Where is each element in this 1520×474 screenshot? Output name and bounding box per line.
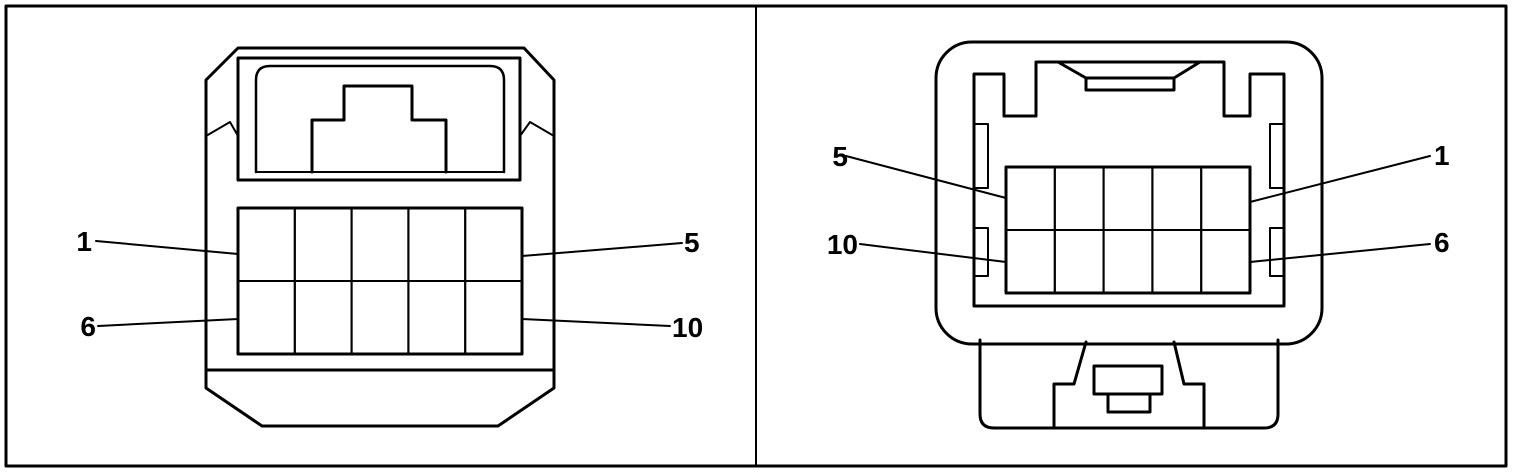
right-pin-cavity xyxy=(1102,229,1154,294)
left-latch-inner xyxy=(254,64,506,174)
left-connector-bottom-shell xyxy=(204,368,556,428)
left-pin-grid xyxy=(236,206,524,356)
right-slot-upper-right xyxy=(1269,123,1285,189)
right-slot-upper-left xyxy=(973,123,989,189)
left-pin-cavity xyxy=(464,207,524,282)
right-pin-cavity xyxy=(1053,166,1105,231)
right-leader-1 xyxy=(1249,155,1431,203)
left-pin-cavity xyxy=(350,280,410,355)
left-leader-1 xyxy=(95,240,239,255)
right-top-latch xyxy=(1056,60,1202,80)
right-pin-cavity xyxy=(1200,229,1251,294)
right-slot-lower-right xyxy=(1269,227,1285,277)
left-connector-body xyxy=(204,46,556,372)
left-leader-10 xyxy=(521,318,671,327)
right-pin-cavity xyxy=(1151,229,1203,294)
left-leader-6 xyxy=(97,318,239,327)
left-latch-frame xyxy=(236,56,522,182)
right-pin-grid xyxy=(1004,165,1252,295)
left-pin-label-1: 1 xyxy=(76,226,92,257)
left-pin-cavity xyxy=(293,207,353,282)
right-pin-label-5: 5 xyxy=(832,141,848,172)
right-leader-10 xyxy=(859,243,1007,263)
left-pin-cavity xyxy=(407,207,467,282)
left-connector: 1 6 5 10 xyxy=(76,46,703,428)
left-latch-tab xyxy=(310,84,448,174)
right-lower-latch-tab xyxy=(1092,364,1164,396)
right-pin-cavity xyxy=(1151,166,1203,231)
right-pin-cavity xyxy=(1005,166,1056,231)
left-leader-5 xyxy=(521,242,683,257)
right-leader-6 xyxy=(1249,243,1431,263)
right-pin-label-1: 1 xyxy=(1434,140,1450,171)
right-inner-housing xyxy=(972,60,1286,308)
left-pin-cavity xyxy=(350,207,410,282)
right-pin-cavity xyxy=(1200,166,1251,231)
left-pin-label-10: 10 xyxy=(672,312,703,343)
left-pin-cavity xyxy=(237,280,296,355)
right-lower-housing xyxy=(978,338,1280,430)
left-pin-label-5: 5 xyxy=(684,227,700,258)
right-pin-cavity xyxy=(1005,229,1056,294)
right-connector: 5 10 1 6 xyxy=(827,40,1450,430)
right-pin-cavity xyxy=(1053,229,1105,294)
left-side-notch-right xyxy=(519,121,555,181)
right-lower-latch xyxy=(1052,340,1206,430)
right-slot-lower-left xyxy=(973,227,989,277)
right-pin-label-6: 6 xyxy=(1434,227,1450,258)
right-top-latch-tab xyxy=(1084,76,1176,92)
left-pin-cavity xyxy=(293,280,353,355)
right-leader-5 xyxy=(845,155,1007,199)
right-pin-cavity xyxy=(1102,166,1154,231)
right-lower-latch-button xyxy=(1106,392,1152,414)
right-connector-body xyxy=(934,40,1324,346)
left-pin-cavity xyxy=(464,280,524,355)
left-pin-label-6: 6 xyxy=(80,311,96,342)
left-pin-cavity xyxy=(407,280,467,355)
left-side-notch-left xyxy=(205,121,239,181)
left-pin-cavity xyxy=(237,207,296,282)
right-pin-label-10: 10 xyxy=(827,229,858,260)
